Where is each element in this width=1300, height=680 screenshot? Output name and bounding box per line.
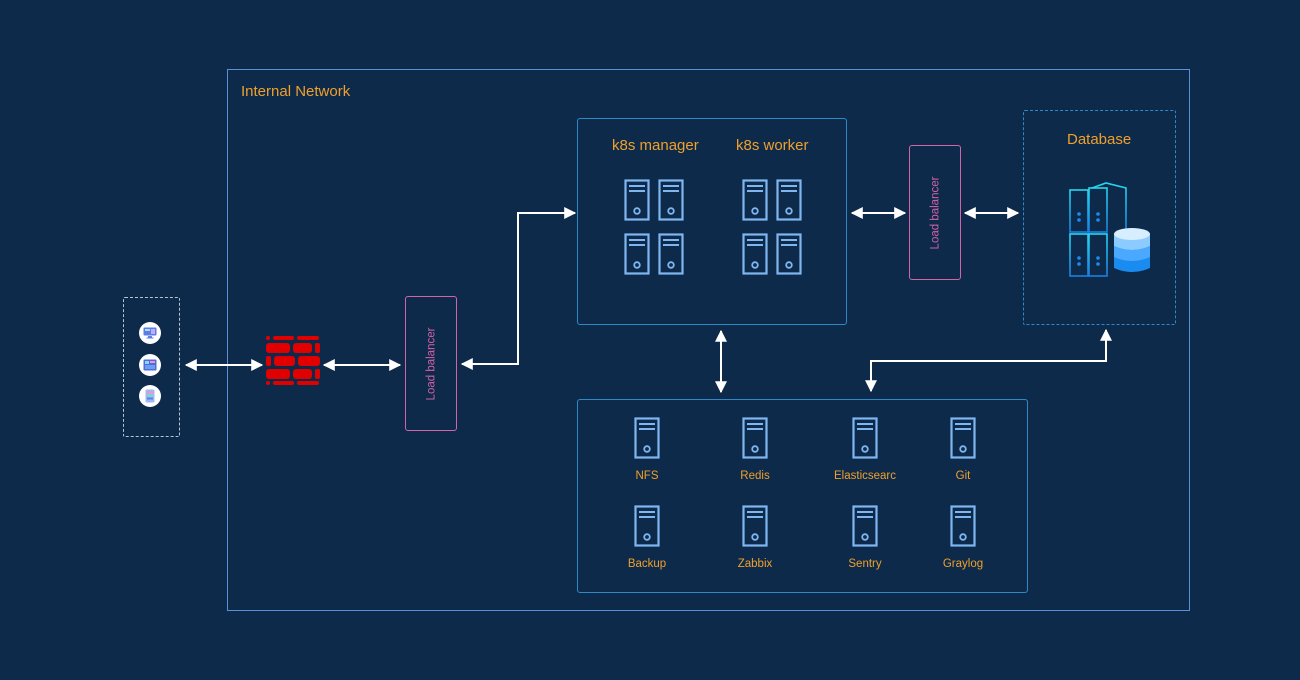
server-icon <box>624 233 650 275</box>
client-desktop[interactable] <box>139 322 161 344</box>
service-label: Graylog <box>942 558 984 570</box>
load-balancer-db-label: Load balancer <box>929 176 941 249</box>
service-label: NFS <box>635 470 659 482</box>
server-icon <box>776 179 802 221</box>
server-icon <box>634 417 660 459</box>
desktop-icon <box>143 327 157 339</box>
server-icon <box>776 233 802 275</box>
server-icon <box>658 233 684 275</box>
service-git[interactable]: Git <box>913 417 1013 482</box>
k8s-worker-node[interactable] <box>776 233 802 280</box>
server-icon <box>658 179 684 221</box>
server-icon <box>950 417 976 459</box>
k8s-worker-node[interactable] <box>776 179 802 226</box>
service-label: Zabbix <box>737 558 773 570</box>
database-group <box>1023 110 1176 325</box>
service-zabbix[interactable]: Zabbix <box>705 505 805 570</box>
database-title: Database <box>1067 131 1132 148</box>
k8s-cluster <box>577 118 847 325</box>
k8s-manager-node[interactable] <box>624 179 650 226</box>
firewall[interactable] <box>264 334 322 386</box>
service-graylog[interactable]: Graylog <box>913 505 1013 570</box>
service-label: Elasticsearc <box>834 470 896 482</box>
service-redis[interactable]: Redis <box>705 417 805 482</box>
server-icon <box>742 233 768 275</box>
k8s-manager-node[interactable] <box>658 179 684 226</box>
k8s-manager-title: k8s manager <box>612 137 699 154</box>
k8s-manager-node[interactable] <box>658 233 684 280</box>
server-icon <box>624 179 650 221</box>
service-nfs[interactable]: NFS <box>597 417 697 482</box>
load-balancer-front[interactable]: Load balancer <box>405 296 457 431</box>
load-balancer-front-label: Load balancer <box>425 327 437 400</box>
services-group <box>577 399 1028 593</box>
service-label: Backup <box>627 558 667 570</box>
server-icon <box>634 505 660 547</box>
server-icon <box>742 179 768 221</box>
internal-network-title: Internal Network <box>241 83 351 100</box>
load-balancer-db[interactable]: Load balancer <box>909 145 961 280</box>
internal-network-container <box>227 69 1190 611</box>
k8s-worker-node[interactable] <box>742 233 768 280</box>
k8s-worker-title: k8s worker <box>736 137 809 154</box>
service-label: Sentry <box>848 558 882 570</box>
clients-group <box>123 297 180 437</box>
server-icon <box>950 505 976 547</box>
server-icon <box>852 505 878 547</box>
client-tablet[interactable] <box>139 354 161 376</box>
k8s-worker-node[interactable] <box>742 179 768 226</box>
server-icon <box>742 417 768 459</box>
database-node[interactable] <box>1068 182 1154 278</box>
service-backup[interactable]: Backup <box>597 505 697 570</box>
database-server-icon <box>1069 182 1150 277</box>
client-mobile[interactable] <box>139 385 161 407</box>
server-icon <box>742 505 768 547</box>
service-label: Git <box>955 470 971 482</box>
mobile-icon <box>145 389 155 403</box>
k8s-manager-node[interactable] <box>624 233 650 280</box>
service-sentry[interactable]: Sentry <box>815 505 915 570</box>
server-icon <box>852 417 878 459</box>
service-elasticsearc[interactable]: Elasticsearc <box>815 417 915 482</box>
tablet-icon <box>143 359 157 371</box>
firewall-icon <box>266 336 320 385</box>
service-label: Redis <box>740 470 770 482</box>
